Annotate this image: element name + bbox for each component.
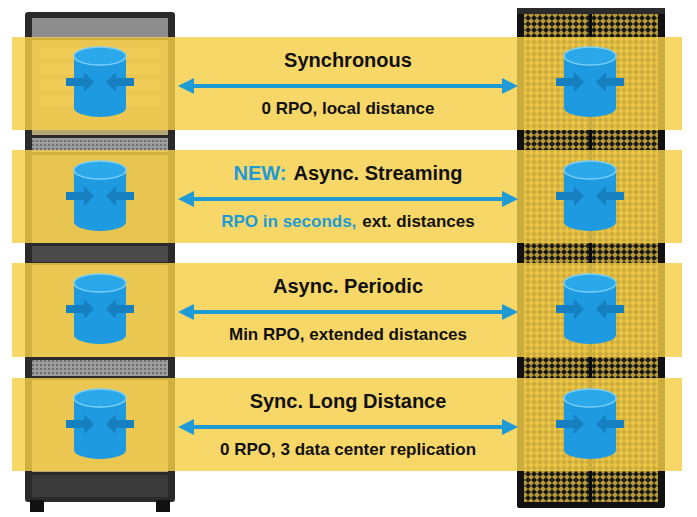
label-text: Synchronous [284, 49, 412, 71]
label-text: 0 RPO, 3 data center replication [220, 440, 476, 459]
option-detail: RPO in seconds, ext. distances [183, 212, 513, 232]
highlight-text: NEW: [234, 162, 287, 184]
label-text: Async. Streaming [294, 162, 463, 184]
option-title: Async. Periodic [183, 274, 513, 298]
text-column: Synchronous 0 RPO, local distance [178, 48, 518, 119]
option-band: NEW: Async. StreamingRPO in seconds, ext. … [12, 150, 682, 243]
option-detail: Min RPO, extended distances [183, 325, 513, 345]
label-text: 0 RPO, local distance [262, 99, 435, 118]
option-title: Synchronous [183, 48, 513, 72]
double-arrow [178, 419, 518, 435]
option-band: Synchronous 0 RPO, local distance [12, 37, 682, 130]
label-text: Async. Periodic [273, 275, 423, 297]
text-column: NEW: Async. StreamingRPO in seconds, ext. … [178, 161, 518, 232]
text-column: Sync. Long Distance 0 RPO, 3 data center … [178, 389, 518, 460]
highlight-text: RPO in seconds, [221, 212, 356, 231]
double-arrow [178, 191, 518, 207]
label-text: ext. distances [362, 212, 474, 231]
option-detail: 0 RPO, 3 data center replication [183, 440, 513, 460]
label-text: Min RPO, extended distances [229, 325, 467, 344]
option-detail: 0 RPO, local distance [183, 99, 513, 119]
double-arrow [178, 304, 518, 320]
option-title: NEW: Async. Streaming [183, 161, 513, 185]
text-column: Async. PeriodicMin RPO, extended distanc… [178, 274, 518, 345]
option-band: Async. PeriodicMin RPO, extended distanc… [12, 263, 682, 357]
double-arrow [178, 78, 518, 94]
option-band: Sync. Long Distance 0 RPO, 3 data center … [12, 378, 682, 471]
option-title: Sync. Long Distance [183, 389, 513, 413]
label-text: Sync. Long Distance [250, 390, 447, 412]
